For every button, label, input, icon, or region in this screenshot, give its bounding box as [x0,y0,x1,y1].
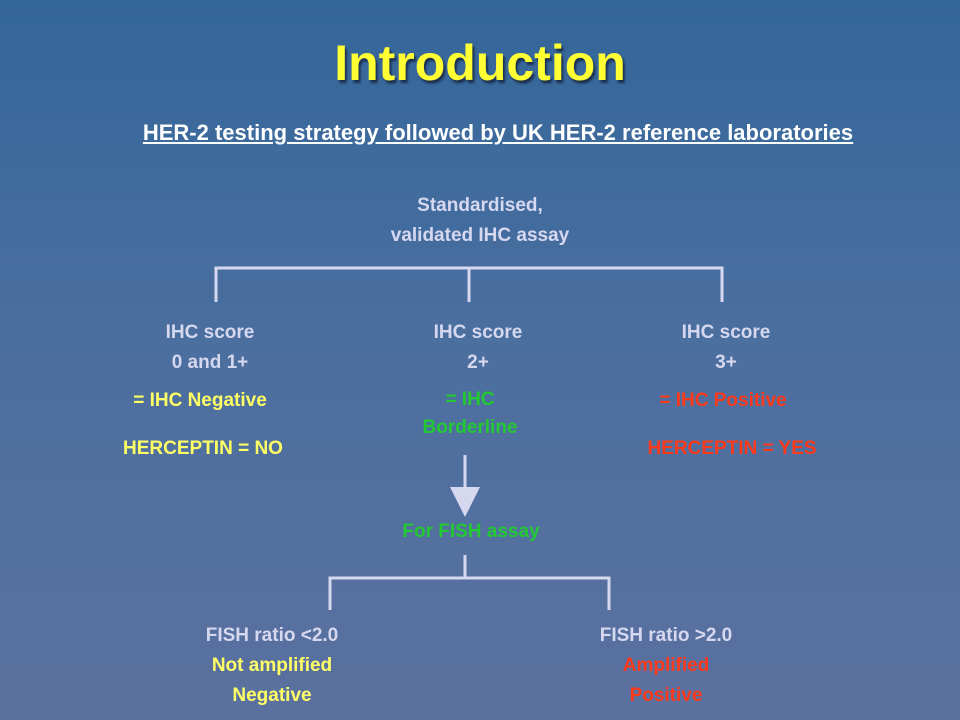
ihc-score-low-line-2: 0 and 1+ [171,352,249,373]
fish-low-status: Not amplified [211,655,333,676]
root-line-2: validated IHC assay [390,225,570,246]
ihc-score-low-node: IHC score 0 and 1+ [110,318,310,378]
ihc-score-high-node: IHC score 3+ [626,318,826,378]
ihc-borderline-label: = IHC Borderline [370,386,570,442]
ihc-score-high-line-1: IHC score [681,322,771,343]
fish-high-result: Positive [629,685,703,706]
ihc-score-low-line-1: IHC score [165,322,255,343]
herceptin-no-label: HERCEPTIN = NO [123,438,283,459]
ihc-score-mid-line-1: IHC score [433,322,523,343]
fish-high-status: Amplified [622,655,710,676]
herceptin-yes-label: HERCEPTIN = YES [647,438,817,459]
ihc-score-mid-line-2: 2+ [467,352,489,373]
ihc-borderline-line-1: = IHC [445,389,495,410]
root-node: Standardised, validated IHC assay [330,191,630,251]
fish-low-ratio: FISH ratio <2.0 [205,625,339,646]
fish-assay-label: For FISH assay [402,521,540,542]
fish-bracket [328,576,611,610]
fish-low-result: Negative [232,685,312,706]
fish-low-node: FISH ratio <2.0 Not amplified Negative [162,621,382,711]
ihc-score-high-line-2: 3+ [715,352,737,373]
ihc-negative-label: = IHC Negative [133,390,267,411]
slide-subtitle: HER-2 testing strategy followed by UK HE… [142,120,854,145]
page-title: Introduction [334,35,626,91]
ihc-score-mid-node: IHC score 2+ [378,318,578,378]
ihc-positive-label: = IHC Positive [659,390,787,411]
ihc-borderline-line-2: Borderline [422,417,518,438]
fish-high-node: FISH ratio >2.0 Amplified Positive [556,621,776,711]
fish-high-ratio: FISH ratio >2.0 [599,625,733,646]
root-line-1: Standardised, [417,195,543,216]
